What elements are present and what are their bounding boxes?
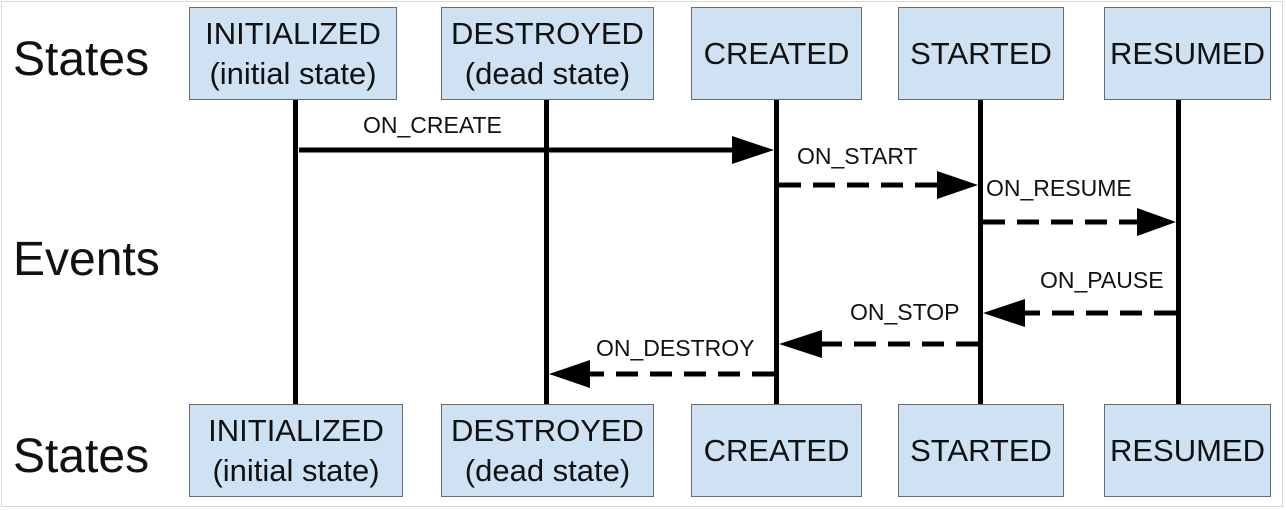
event-on-create: ON_CREATE: [299, 112, 774, 164]
row-label-states-top: States: [13, 33, 150, 86]
event-on-start: ON_START: [779, 143, 978, 199]
state-name: RESUMED: [1109, 432, 1265, 468]
state-name: STARTED: [910, 35, 1052, 71]
state-box-started-top: STARTED: [898, 7, 1064, 100]
event-label: ON_CREATE: [363, 112, 502, 138]
state-box-started-bottom: STARTED: [898, 404, 1064, 497]
lifeline-created: [774, 100, 779, 405]
lifeline-destroyed: [544, 100, 549, 405]
state-name: INITIALIZED: [208, 412, 384, 448]
lifeline-resumed: [1176, 100, 1181, 405]
event-label: ON_PAUSE: [1040, 267, 1164, 293]
lifeline-started: [978, 100, 983, 405]
arrowhead: [983, 299, 1025, 327]
arrowhead: [937, 171, 978, 199]
event-label: ON_STOP: [850, 299, 960, 325]
state-note: (dead state): [464, 55, 631, 91]
state-box-created-top: CREATED: [691, 7, 862, 100]
row-label-states-bottom: States: [13, 430, 150, 483]
state-box-created-bottom: CREATED: [691, 404, 862, 497]
state-box-destroyed-top: DESTROYED (dead state): [441, 7, 654, 100]
state-name: DESTROYED: [451, 412, 644, 448]
lifeline-initialized: [293, 100, 298, 405]
arrowhead: [779, 330, 822, 358]
state-box-resumed-top: RESUMED: [1104, 7, 1271, 100]
row-label-events: Events: [13, 233, 160, 286]
state-box-destroyed-bottom: DESTROYED (dead state): [441, 404, 654, 497]
state-name: INITIALIZED: [205, 15, 381, 51]
state-note: (initial state): [212, 452, 380, 488]
state-note: (initial state): [209, 55, 377, 91]
state-box-initialized-bottom: INITIALIZED (initial state): [189, 404, 403, 497]
state-name: STARTED: [910, 432, 1052, 468]
state-box-resumed-bottom: RESUMED: [1104, 404, 1271, 497]
event-on-pause: ON_PAUSE: [983, 267, 1176, 327]
arrowhead: [1137, 208, 1176, 236]
state-box-initialized-top: INITIALIZED (initial state): [189, 7, 397, 100]
state-name: DESTROYED: [451, 15, 644, 51]
event-on-destroy: ON_DESTROY: [549, 335, 774, 388]
state-name: CREATED: [703, 35, 850, 71]
arrowhead: [549, 360, 590, 388]
event-label: ON_DESTROY: [596, 335, 754, 361]
state-name: RESUMED: [1109, 35, 1265, 71]
event-on-stop: ON_STOP: [779, 299, 978, 358]
state-name: CREATED: [703, 432, 850, 468]
event-label: ON_RESUME: [986, 175, 1132, 201]
event-on-resume: ON_RESUME: [983, 175, 1176, 236]
event-label: ON_START: [797, 143, 918, 169]
arrowhead: [732, 136, 774, 164]
state-note: (dead state): [464, 452, 631, 488]
